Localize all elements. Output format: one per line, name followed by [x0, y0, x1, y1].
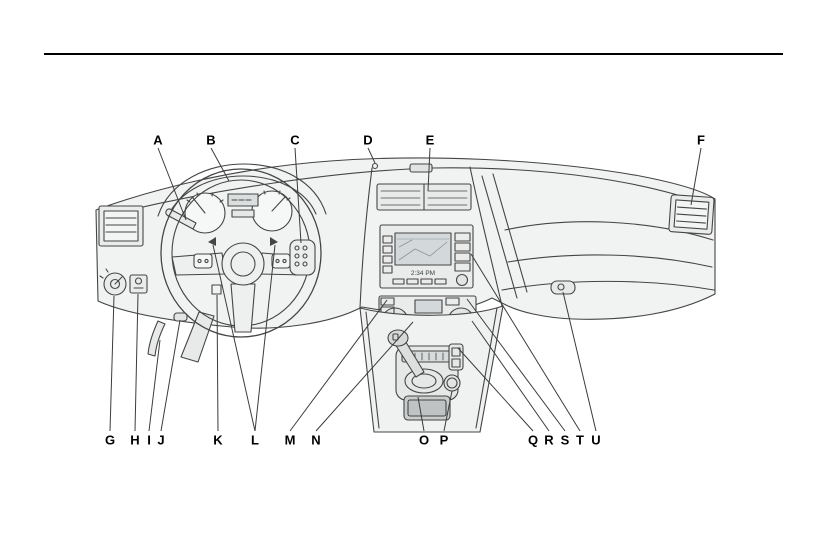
callout-leader-lines	[109, 147, 702, 432]
nav-screen	[394, 232, 452, 266]
page-rule	[44, 53, 783, 55]
callout-label-D: D	[363, 132, 373, 148]
leader-line-Q	[457, 347, 534, 432]
callout-label-I: I	[147, 432, 151, 448]
leader-line-T	[470, 253, 581, 432]
callout-label-Q: Q	[527, 432, 539, 448]
leader-line-P	[443, 390, 453, 432]
callout-label-C: C	[290, 132, 300, 148]
leader-line-H	[134, 293, 139, 432]
radio-navigation-unit	[379, 224, 474, 289]
center-stack-right-edge	[469, 166, 503, 307]
callout-label-E: E	[425, 132, 435, 148]
callout-label-F: F	[697, 132, 705, 148]
right-control-pod	[289, 239, 316, 276]
callout-label-L: L	[251, 432, 259, 448]
leader-line-N	[315, 321, 414, 432]
callout-label-M: M	[284, 432, 296, 448]
leader-line-I	[148, 339, 161, 432]
wheel-control-mark-right	[270, 237, 278, 246]
accessory-power-outlet	[443, 374, 461, 392]
hood-release-lever	[147, 320, 166, 357]
right-air-vent	[668, 194, 715, 235]
leader-line-F	[690, 147, 702, 206]
callout-label-R: R	[544, 432, 554, 448]
ignition-switch	[211, 284, 222, 295]
callout-label-H: H	[130, 432, 140, 448]
sunload-sensor	[371, 162, 379, 170]
leader-line-K	[216, 294, 219, 432]
callout-label-G: G	[104, 432, 116, 448]
wheel-button-pad-left	[193, 253, 213, 269]
steering-hub	[221, 242, 265, 286]
leader-line-B	[210, 147, 230, 182]
callout-label-S: S	[560, 432, 570, 448]
callout-label-T: T	[576, 432, 584, 448]
leader-line-M	[289, 299, 388, 432]
leader-line-A	[157, 147, 187, 221]
callout-label-J: J	[157, 432, 165, 448]
leader-line-O	[417, 396, 425, 432]
callout-label-K: K	[213, 432, 223, 448]
passenger-dash	[481, 173, 715, 299]
leader-line-L	[212, 244, 256, 432]
leader-line-G	[109, 295, 115, 432]
console-switch-panel	[448, 343, 464, 371]
exterior-lamps-knob	[99, 268, 127, 296]
leader-line-U	[562, 291, 597, 432]
center-stack-left-edge	[359, 167, 373, 309]
callout-label-N: N	[311, 432, 321, 448]
radio-clock-text: 2:34 PM	[411, 270, 435, 277]
center-air-vents	[376, 183, 472, 211]
dash-top-slot	[409, 163, 433, 173]
leader-line-D	[367, 147, 376, 164]
radio-knob	[455, 273, 469, 287]
callout-label-B: B	[206, 132, 216, 148]
wheel-button-pad-right	[271, 253, 291, 269]
leader-line-L	[254, 244, 276, 432]
console-storage-bin	[403, 395, 451, 421]
steering-column	[180, 311, 215, 363]
left-air-vent	[98, 205, 144, 247]
callout-label-A: A	[153, 132, 163, 148]
leader-line-S	[466, 298, 566, 432]
turn-signal-stalk	[165, 208, 197, 230]
climate-display	[414, 299, 443, 314]
leader-line-E	[427, 147, 431, 192]
leader-line-J	[160, 319, 181, 432]
callout-label-P: P	[439, 432, 449, 448]
fog-lamp-button	[129, 274, 148, 294]
wheel-control-mark-left	[208, 237, 216, 246]
dimmer-knob	[173, 312, 188, 322]
callout-label-U: U	[591, 432, 601, 448]
glovebox-latch	[550, 280, 576, 295]
leader-line-C	[294, 147, 302, 244]
callout-label-O: O	[418, 432, 430, 448]
leader-line-R	[471, 320, 550, 432]
